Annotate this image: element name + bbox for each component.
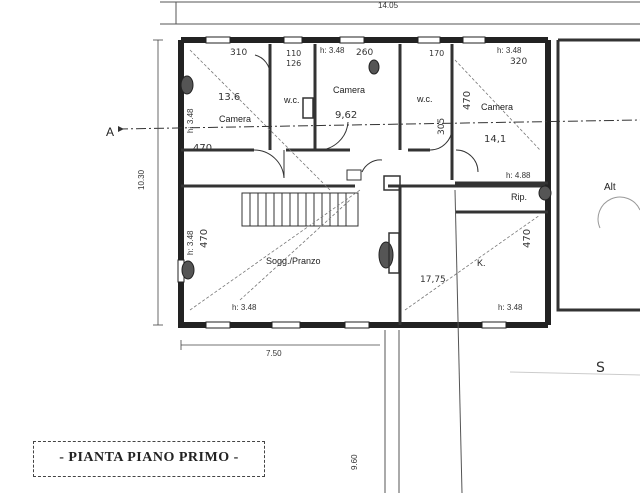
room-hand-area-camera-3: 14,1 xyxy=(484,134,506,145)
room-width-camera-1: 310 xyxy=(230,48,247,58)
dim-bottom-vertical: 9.60 xyxy=(350,454,359,470)
room-hand-wc-2: 305 xyxy=(437,118,447,135)
plan-title: - PIANTA PIANO PRIMO - xyxy=(59,450,239,465)
room-name-camera-2: Camera xyxy=(333,85,365,95)
windows xyxy=(177,36,507,329)
room-width-camera-2: 260 xyxy=(356,48,373,58)
room-height-soggiorno: h: 3.48 xyxy=(186,230,195,255)
room-width-wc-1: 110 xyxy=(286,49,301,58)
dim-top-width: 14.05 xyxy=(378,1,399,10)
dim-left-height: 10.30 xyxy=(137,169,146,190)
door-swings xyxy=(253,54,479,179)
room-hand-wc-1: 126 xyxy=(286,59,301,68)
corner-letter: S xyxy=(596,360,605,376)
room-height-ripostiglio: h: 4.88 xyxy=(506,171,531,180)
room-name-camera-3: Camera xyxy=(481,102,513,112)
room-height-soggiorno-bottom: h: 3.48 xyxy=(232,303,257,312)
room-hand-len-camera-1: 470 xyxy=(193,143,212,154)
title-box: - PIANTA PIANO PRIMO - xyxy=(33,441,265,477)
room-name-cucina: K. xyxy=(477,258,486,268)
room-name-ripostiglio: Rip. xyxy=(511,192,527,202)
room-hand-area-camera-1: 13.6 xyxy=(218,92,240,103)
room-name-wc-2: w.c. xyxy=(416,94,433,104)
room-hand-area-camera-2: 9,62 xyxy=(335,110,357,121)
section-marker: A xyxy=(106,125,114,139)
room-height-camera-2: h: 3.48 xyxy=(320,46,345,55)
room-name-soggiorno: Sogg./Pranzo xyxy=(266,256,321,266)
room-hand-area-cucina: 17,75 xyxy=(420,275,446,285)
room-height-camera-1: h: 3.48 xyxy=(186,108,195,133)
dim-bottom-width: 7.50 xyxy=(266,349,282,358)
right-wing-label: Alt xyxy=(604,182,616,193)
room-height-camera-3: h: 3.48 xyxy=(497,46,522,55)
room-width-wc-2: 170 xyxy=(429,49,444,58)
staircase xyxy=(241,192,359,227)
room-name-camera-1: Camera xyxy=(219,114,251,124)
room-width-camera-3: 320 xyxy=(510,57,527,67)
room-height-cucina: h: 3.48 xyxy=(498,303,523,312)
room-hand-soggiorno: 470 xyxy=(199,229,210,248)
room-hand-len-camera-3: 470 xyxy=(462,91,473,110)
room-hand-cucina: 470 xyxy=(522,229,533,248)
room-name-wc-1: w.c. xyxy=(283,95,300,105)
